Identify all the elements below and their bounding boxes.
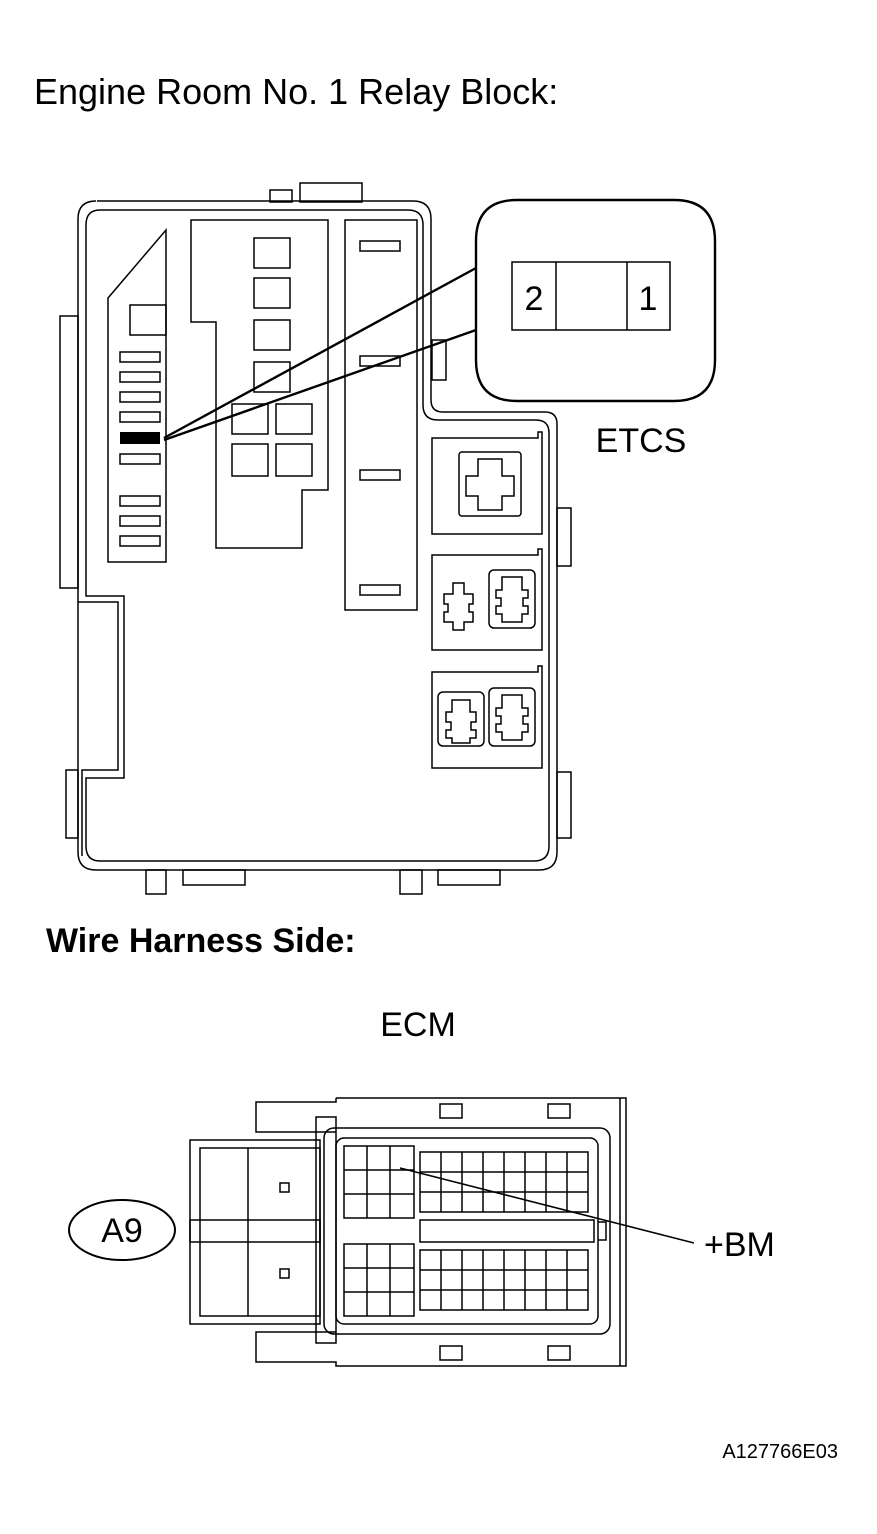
etcs-pin-1: 1 <box>639 280 658 318</box>
etcs-callout: 2 1 <box>474 198 717 403</box>
a9-badge: A9 <box>68 1199 176 1261</box>
figure-id: A127766E03 <box>722 1441 838 1463</box>
harness-title: Wire Harness Side: <box>46 922 356 960</box>
etcs-label: ETCS <box>596 422 687 460</box>
relay-block-title: Engine Room No. 1 Relay Block: <box>34 71 558 112</box>
a9-label: A9 <box>101 1212 143 1250</box>
ecm-label: ECM <box>380 1006 456 1044</box>
bm-terminal-label: +BM <box>704 1226 775 1264</box>
ecm-connector-drawing <box>189 1097 695 1367</box>
etcs-pin-2: 2 <box>525 280 544 318</box>
relay-block-drawing <box>59 182 572 895</box>
